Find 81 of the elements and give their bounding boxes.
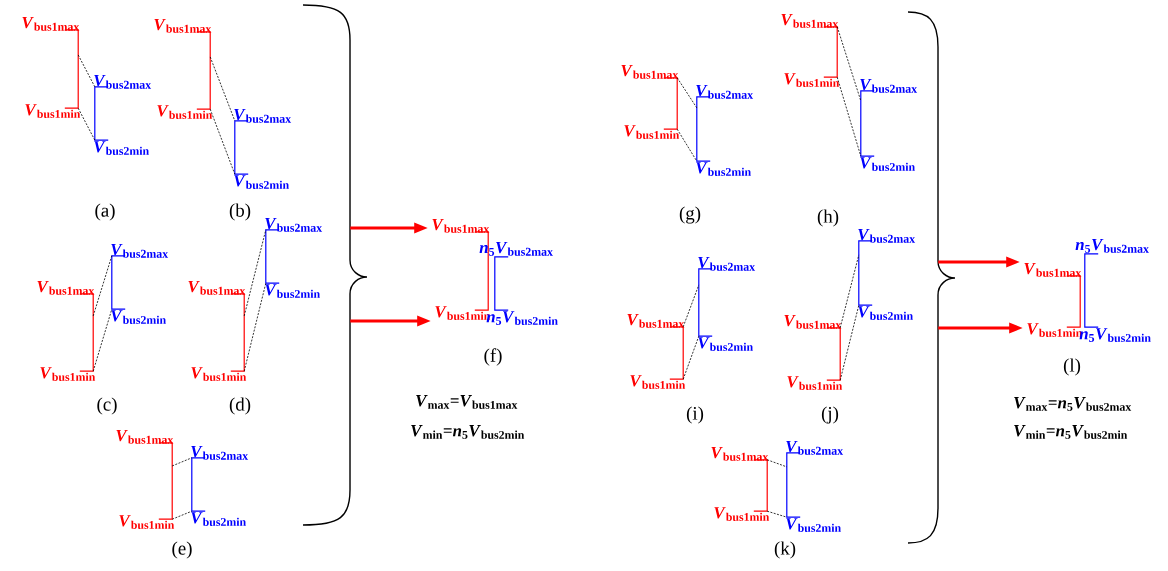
panel-label: (j) [821, 406, 839, 424]
voltage-label: V$_{bus2max}$ [858, 228, 916, 243]
voltage-label: V$_{bus2min}$ [111, 310, 166, 324]
voltage-label: V$_{bus1max}$ [784, 314, 842, 329]
voltage-label: n$_{5}$V$_{bus2min}$ [1079, 328, 1151, 342]
voltage-label: V$_{bus2max}$ [234, 109, 292, 123]
voltage-label: V$_{bus2min}$ [191, 512, 246, 526]
equation: V$_{max}$=n$_{5}$V$_{bus2max}$ [1014, 397, 1132, 411]
voltage-label: V$_{bus1max}$ [627, 313, 685, 328]
voltage-label: V$_{bus1min}$ [787, 376, 843, 390]
voltage-label: V$_{bus2max}$ [111, 243, 169, 258]
voltage-label: n$_{5}$V$_{bus2max}$ [479, 241, 553, 256]
equation: V$_{min}$=n$_{5}$V$_{bus2min}$ [411, 425, 525, 439]
voltage-label: V$_{bus1max}$ [22, 17, 80, 31]
panel-label: (g) [679, 206, 701, 224]
voltage-label: V$_{bus1min}$ [624, 125, 680, 139]
voltage-label: V$_{bus1max}$ [781, 14, 839, 28]
panel-label: (e) [172, 541, 192, 559]
voltage-label: V$_{bus2max}$ [265, 218, 323, 232]
connector-line [243, 229, 267, 317]
connector-line [682, 284, 700, 328]
voltage-label: V$_{bus2max}$ [860, 79, 918, 93]
connector-line [171, 510, 193, 520]
voltage-label: V$_{bus1max}$ [188, 280, 246, 295]
voltage-label: V$_{bus1max}$ [711, 446, 769, 461]
panel-label: (h) [817, 209, 839, 227]
connector-line [839, 304, 860, 381]
voltage-label: n$_{5}$V$_{bus2max}$ [1075, 238, 1149, 253]
panel-label: (i) [686, 406, 704, 424]
connector-line [92, 255, 113, 317]
voltage-label: V$_{bus2max}$ [786, 440, 844, 455]
voltage-label: V$_{bus1max}$ [1024, 262, 1082, 277]
voltage-label: V$_{bus2min}$ [786, 518, 841, 532]
voltage-label: V$_{bus2min}$ [858, 306, 913, 320]
voltage-label: V$_{bus1max}$ [37, 280, 95, 295]
panel-label: (b) [229, 203, 251, 221]
panel-label: (d) [229, 397, 251, 415]
voltage-label: V$_{bus2max}$ [698, 256, 756, 271]
panel-label: (k) [774, 541, 796, 559]
voltage-label: V$_{bus1min}$ [119, 515, 175, 529]
voltage-label: V$_{bus1max}$ [154, 19, 212, 33]
voltage-label: V$_{bus1min}$ [784, 73, 840, 87]
voltage-label: V$_{bus1min}$ [714, 507, 770, 521]
voltage-label: V$_{bus2max}$ [191, 445, 249, 460]
connector-line [92, 308, 113, 372]
connector-line [766, 510, 788, 518]
panel-label: (a) [95, 203, 115, 221]
voltage-label: V$_{bus1max}$ [116, 429, 174, 444]
voltage-label: V$_{bus1min}$ [191, 367, 247, 381]
voltage-label: V$_{bus2min}$ [696, 162, 751, 176]
voltage-label: V$_{bus2min}$ [265, 284, 320, 298]
connector-line [171, 457, 193, 467]
connector-line [676, 77, 698, 109]
connector-line [839, 254, 860, 329]
voltage-label: V$_{bus1max}$ [432, 219, 490, 233]
connector-line [209, 108, 236, 175]
panel-label: (l) [1063, 358, 1081, 376]
voltage-label: V$_{bus2min}$ [234, 175, 289, 189]
voltage-label: V$_{bus1max}$ [621, 65, 679, 79]
connector-line [836, 26, 862, 102]
connector-line [209, 56, 236, 122]
equation: V$_{max}$=V$_{bus1max}$ [416, 395, 518, 409]
equation: V$_{min}$=n$_{5}$V$_{bus2min}$ [1014, 425, 1128, 439]
connector-line [243, 282, 267, 372]
connector-line [77, 54, 96, 88]
connector-line [766, 459, 788, 468]
voltage-label: V$_{bus2max}$ [94, 75, 152, 89]
panel-label: (c) [97, 397, 117, 415]
voltage-label: V$_{bus2min}$ [698, 337, 753, 351]
voltage-label: V$_{bus1min}$ [40, 367, 96, 381]
voltage-label: V$_{bus1min}$ [25, 104, 81, 118]
voltage-label: V$_{bus1min}$ [157, 105, 213, 119]
panel-label: (f) [484, 348, 502, 366]
voltage-label: V$_{bus1min}$ [630, 375, 686, 389]
connector-line [676, 128, 698, 162]
connector-line [77, 107, 96, 141]
connector-line [682, 335, 700, 380]
connector-line [836, 76, 862, 157]
voltage-label: V$_{bus2min}$ [94, 141, 149, 155]
voltage-label: V$_{bus2min}$ [860, 157, 915, 171]
voltage-label: V$_{bus2max}$ [696, 85, 754, 99]
